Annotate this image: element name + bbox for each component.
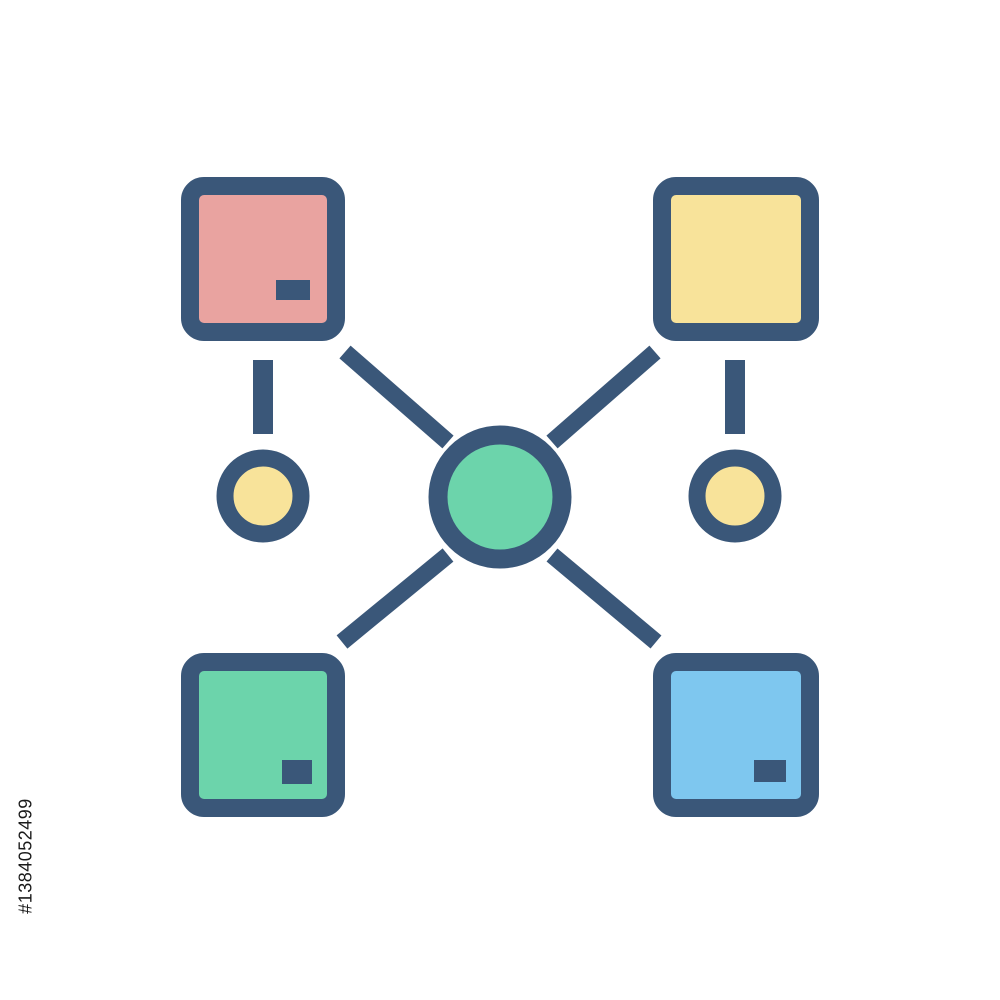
- small-circle-node-icon: [688, 449, 782, 543]
- node-top-right: [653, 177, 819, 341]
- node-bottom-left: [181, 653, 345, 817]
- connector-hub-top-left: [339, 345, 454, 449]
- square-node-icon: [653, 177, 819, 341]
- node-bottom-right: [653, 653, 819, 817]
- small-circle-node-icon: [216, 449, 310, 543]
- square-node-icon: [181, 653, 345, 817]
- stock-id-watermark: #1384052499: [14, 756, 38, 956]
- connector-hub-top-right: [546, 345, 661, 449]
- node-indicator-bottom-right: [754, 760, 786, 782]
- network-hub-icon: [428, 425, 572, 569]
- connector-lines: [253, 345, 745, 649]
- connector-hub-bottom-left: [336, 548, 454, 649]
- node-top-left: [181, 177, 345, 341]
- stock-id-text: #1384052499: [15, 798, 36, 914]
- square-node-icon: [181, 177, 345, 341]
- node-indicator-bottom-left: [282, 760, 312, 784]
- square-node-icon: [653, 653, 819, 817]
- connector-hub-bottom-right: [546, 548, 662, 649]
- node-indicator-top-left: [276, 280, 310, 300]
